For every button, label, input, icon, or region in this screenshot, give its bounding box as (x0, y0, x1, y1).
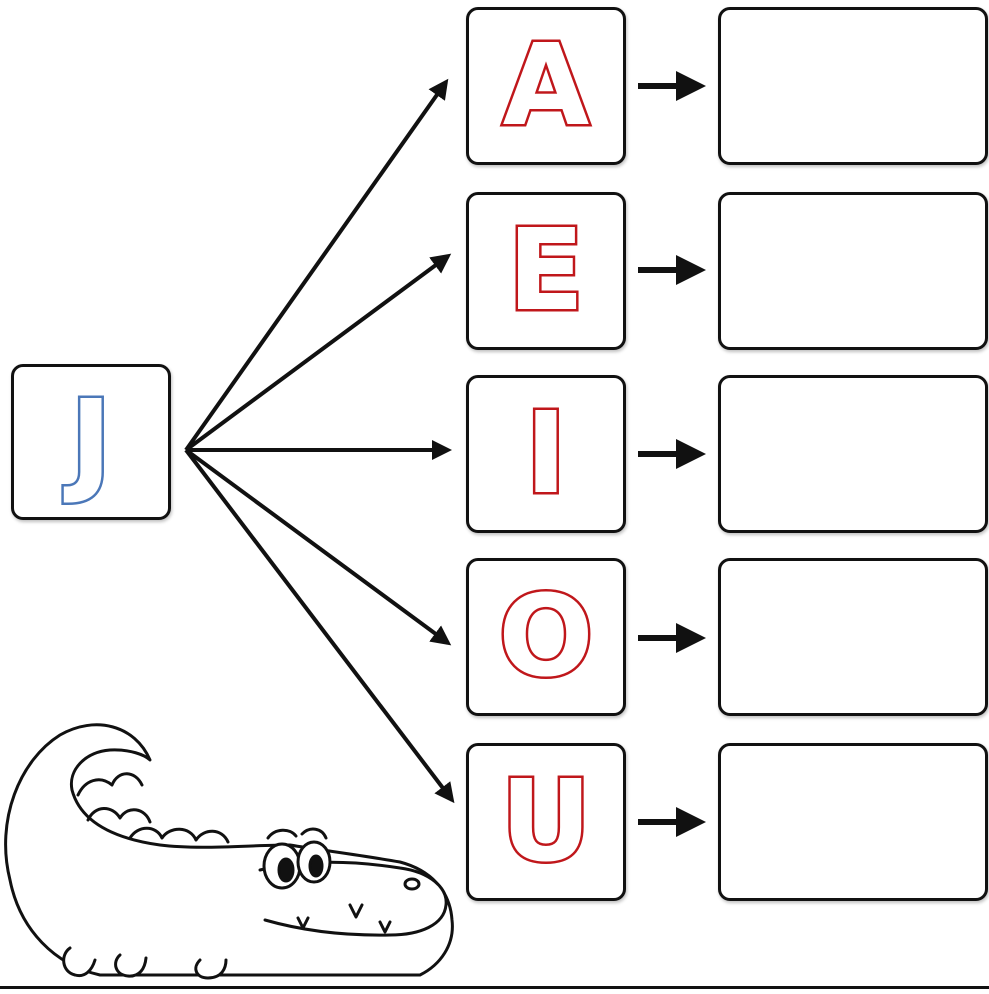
answer-box-i[interactable] (718, 375, 988, 533)
answer-box-o[interactable] (718, 558, 988, 716)
ground-line (0, 986, 989, 989)
vowel-box-a: A (466, 7, 626, 165)
vowel-box-u: U (466, 743, 626, 901)
vowel-box-e: E (466, 192, 626, 350)
answer-box-a[interactable] (718, 7, 988, 165)
vowel-letter-u: U (498, 757, 594, 887)
arrow-to-o (184, 448, 452, 646)
vowel-letter-e: E (505, 206, 587, 336)
answer-box-e[interactable] (718, 192, 988, 350)
arrow-to-u (184, 448, 455, 804)
crocodile-illustration (4, 723, 454, 980)
vowel-box-o: O (466, 558, 626, 716)
answer-box-u[interactable] (718, 743, 988, 901)
vowel-letter-i: I (523, 389, 570, 519)
arrow-to-e (184, 253, 452, 452)
arrow-to-a (184, 78, 449, 452)
source-letter: J (68, 377, 115, 507)
vowel-letter-o: O (496, 572, 596, 702)
source-letter-box: J (11, 364, 171, 520)
vowel-letter-a: A (500, 21, 592, 151)
vowel-box-i: I (466, 375, 626, 533)
